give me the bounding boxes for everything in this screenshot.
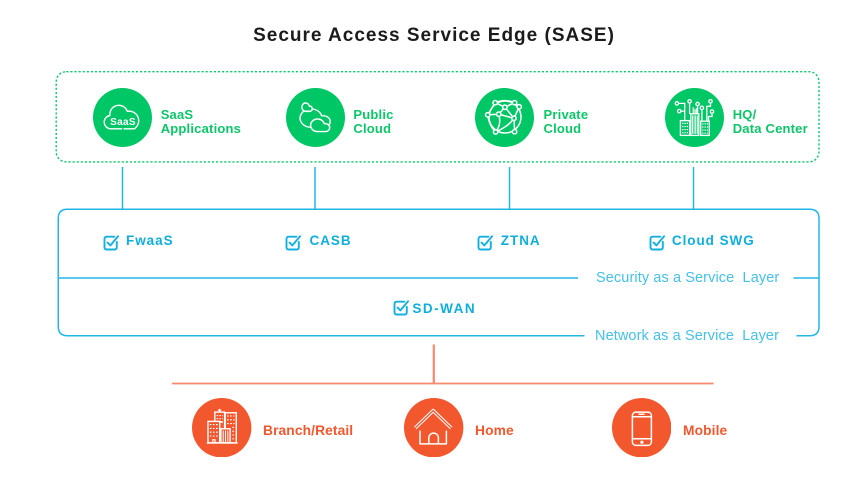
svg-text:SaaS: SaaS xyxy=(110,117,136,128)
